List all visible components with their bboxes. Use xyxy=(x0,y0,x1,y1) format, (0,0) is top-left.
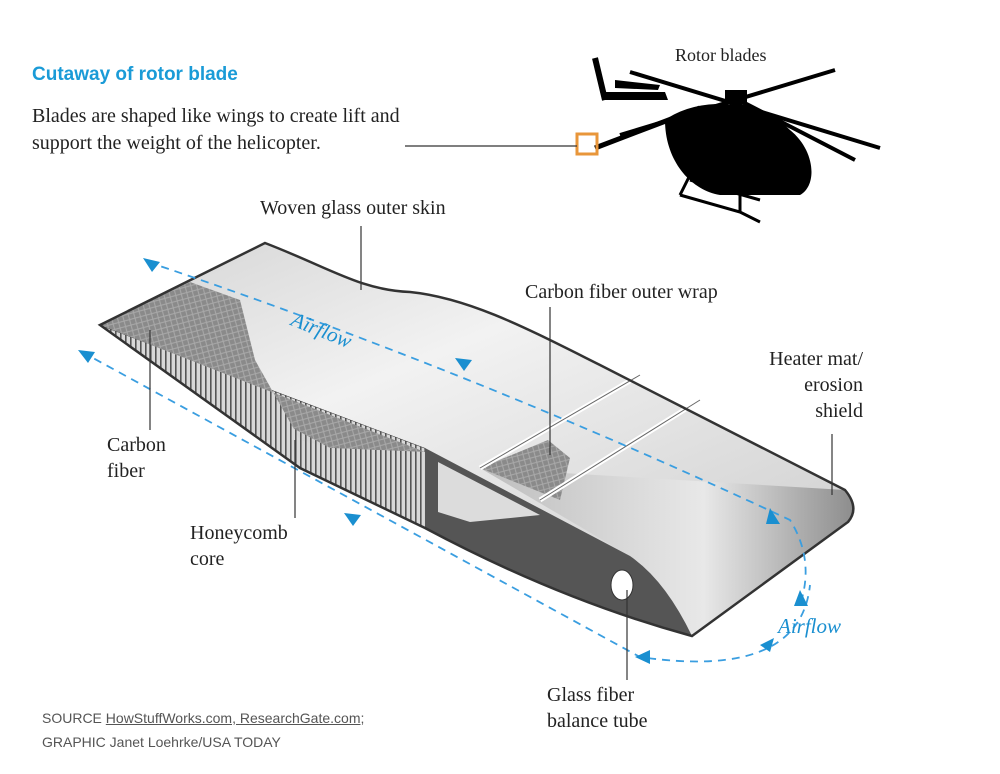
balance-tube xyxy=(610,569,634,601)
rotor-blade-cutaway xyxy=(97,241,855,638)
source-prefix: SOURCE xyxy=(42,710,102,726)
label-line: balance tube xyxy=(547,710,648,732)
subtitle-line-2: support the weight of the helicopter. xyxy=(32,132,321,154)
label-carbon-fiber: Carbon fiber xyxy=(107,432,166,484)
arrowheads xyxy=(78,258,808,664)
blade-highlight-box xyxy=(575,132,599,156)
label-honeycomb: Honeycomb core xyxy=(190,520,288,572)
label-carbon-wrap: Carbon fiber outer wrap xyxy=(525,281,718,303)
label-line: erosion xyxy=(804,374,863,396)
label-line: Glass fiber xyxy=(547,684,635,706)
label-line: Honeycomb xyxy=(190,522,288,544)
subtitle-line-1: Blades are shaped like wings to create l… xyxy=(32,105,400,127)
label-rotor-blades: Rotor blades xyxy=(675,45,767,65)
label-line: Heater mat/ xyxy=(769,348,863,370)
airflow-label-bottom: Airflow xyxy=(778,614,842,638)
label-line: fiber xyxy=(107,460,145,482)
label-leaders xyxy=(149,226,833,680)
label-woven-glass: Woven glass outer skin xyxy=(260,197,446,219)
label-line: Carbon xyxy=(107,434,166,456)
label-heater-mat: Heater mat/ erosion shield xyxy=(769,346,863,424)
source-suffix: ; xyxy=(360,710,365,726)
source-links[interactable]: HowStuffWorks.com, ResearchGate.com xyxy=(105,710,361,726)
label-line: shield xyxy=(815,400,863,422)
source-credit: SOURCE HowStuffWorks.com, ResearchGate.c… xyxy=(42,706,364,754)
airflow-arrows xyxy=(81,261,811,663)
page-title: Cutaway of rotor blade xyxy=(32,64,238,85)
label-line: core xyxy=(190,548,225,570)
label-glass-tube: Glass fiber balance tube xyxy=(547,682,648,734)
subtitle: Blades are shaped like wings to create l… xyxy=(32,103,400,157)
graphic-credit: GRAPHIC Janet Loehrke/USA TODAY xyxy=(42,734,281,750)
helicopter-silhouette xyxy=(592,57,881,224)
